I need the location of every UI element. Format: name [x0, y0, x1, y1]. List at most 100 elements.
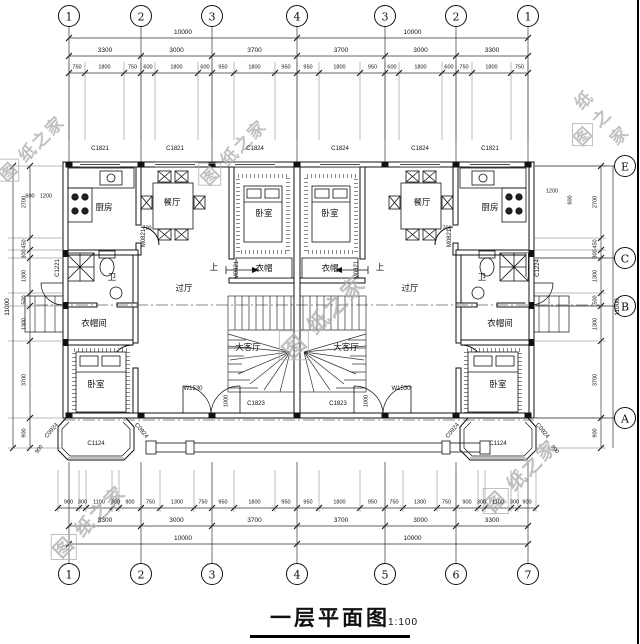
dim-label: 900 [592, 428, 599, 438]
dim-label: 950 [281, 64, 291, 71]
dim-label: 2700 [592, 195, 599, 209]
opening-label: C1824 [411, 146, 429, 152]
dim-label: 3700 [247, 516, 262, 524]
dim-label: 10000 [403, 534, 422, 542]
axis-bubble-label: C [620, 252, 630, 265]
opening-label: C1821 [166, 146, 184, 152]
dim-label: 11000 [3, 298, 11, 316]
dim-label: 300 [592, 249, 599, 259]
dim-label: 300 [21, 249, 28, 259]
dim-label: 500 [21, 294, 28, 305]
axis-bubble-label: 4 [293, 10, 301, 23]
dim-label: 900 [522, 499, 532, 506]
room-label: 大客厅 [235, 341, 261, 352]
dim-label: 950 [281, 499, 291, 506]
dim-label: 1000 [223, 394, 230, 408]
axis-bubble-label: 2 [137, 568, 145, 581]
axis-bubble-label: 3 [208, 10, 216, 23]
dim-label: 1200 [39, 193, 53, 200]
dim-label: 950 [367, 64, 378, 71]
dim-label: 1300 [592, 317, 599, 330]
dim-label: 3300 [484, 516, 500, 524]
drawing-title-block: 一层平面图 [250, 602, 410, 638]
dim-label: 950 [303, 499, 313, 506]
dim-label: 450 [21, 239, 28, 249]
opening-label: C1224 [535, 259, 541, 277]
dim-label: 450 [592, 239, 599, 249]
dim-label: 600 [200, 64, 210, 71]
dim-label: 1800 [414, 64, 427, 71]
opening-label: W1530 [391, 386, 411, 392]
opening-label: C1221 [55, 259, 61, 277]
dim-label: 3000 [169, 46, 184, 54]
dim-label: 600 [25, 193, 35, 200]
room-label: 衣帽间 [81, 317, 107, 328]
room-label: 过厅 [175, 282, 193, 293]
dim-label: 750 [389, 499, 399, 506]
dim-label: 10000 [173, 28, 193, 36]
axis-bubble-label: 7 [524, 568, 532, 581]
axis-bubble-label: 1 [65, 568, 73, 581]
dim-label: 950 [218, 64, 228, 71]
dim-label: 700 [442, 225, 452, 232]
dim-label: 1100 [93, 499, 105, 506]
dim-label: 3000 [169, 516, 184, 524]
axis-bubble-label: 2 [137, 10, 145, 23]
opening-label: C1821 [481, 146, 499, 152]
dim-label: 300 [509, 499, 520, 506]
dim-label: 1300 [413, 499, 427, 506]
opening-label: M0821 [354, 260, 360, 280]
axis-bubble-label: 4 [293, 568, 301, 581]
room-label: 厨房 [95, 201, 113, 212]
room-label: 衣帽间 [487, 317, 513, 328]
room-label: 卫 [107, 271, 117, 282]
dim-label: 600 [444, 64, 454, 71]
dim-label: 10000 [173, 534, 193, 542]
dim-label: 1800 [170, 64, 183, 71]
sheet-border [637, 0, 639, 644]
dim-label: 3700 [333, 46, 349, 54]
dim-label: 750 [459, 64, 469, 71]
axis-bubble-label: E [620, 160, 630, 173]
dim-label: 1300 [21, 317, 28, 330]
room-label: 卫 [477, 271, 487, 282]
dim-label: 950 [367, 499, 378, 506]
dim-label: 1800 [485, 64, 498, 71]
dim-label: 1300 [21, 269, 28, 282]
drawing-scale: 1:100 [388, 617, 419, 628]
axis-bubble-label: A [621, 412, 629, 425]
dim-label: 900 [125, 499, 135, 506]
dim-label: 750 [514, 64, 525, 71]
axis-bubble-label: 1 [524, 10, 532, 23]
dim-label: 750 [127, 64, 138, 71]
dim-label: 750 [145, 499, 156, 506]
drawing-title: 一层平面图 [270, 607, 390, 630]
dim-label: 600 [567, 195, 574, 205]
room-label: 上 [209, 261, 219, 272]
dim-label: 600 [143, 64, 153, 71]
dim-label: 3700 [21, 373, 28, 386]
opening-label: C1124 [87, 441, 105, 447]
dim-label: 3300 [97, 516, 113, 524]
dim-label: 1800 [333, 499, 346, 506]
room-label: 上 [375, 261, 385, 272]
opening-label: W1530 [183, 386, 203, 392]
dim-label: 1800 [248, 64, 261, 71]
room-label: 大客厅 [333, 341, 359, 352]
title-underline [250, 635, 410, 638]
axis-bubble-label: 3 [208, 568, 216, 581]
dim-label: 600 [387, 64, 397, 71]
dim-label: 3300 [97, 46, 113, 54]
axis-bubble-label: 3 [381, 10, 389, 23]
dim-label: 750 [72, 64, 82, 71]
opening-label: C1824 [246, 146, 264, 152]
dim-label: 1200 [545, 188, 559, 195]
dim-label: 3700 [592, 373, 599, 386]
dim-label: 1100 [492, 499, 504, 506]
dim-label: 3300 [484, 46, 500, 54]
axis-bubble-label: 6 [452, 568, 460, 581]
opening-label: C1124 [489, 441, 507, 447]
dim-label: 900 [63, 499, 74, 506]
